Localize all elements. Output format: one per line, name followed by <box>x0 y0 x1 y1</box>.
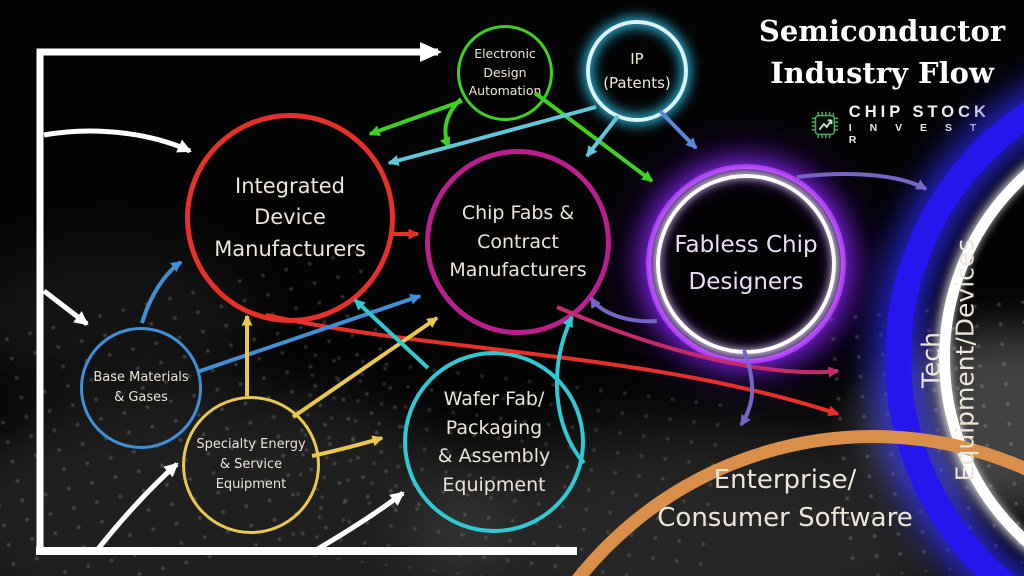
edge-fabless-fabs <box>589 296 658 324</box>
edge-loop-wafer <box>314 491 405 553</box>
title-line-2: Industry Flow <box>770 56 994 91</box>
edge-eda-fabs <box>440 97 463 149</box>
node-label: Fabless Chip Designers <box>674 232 818 295</box>
node-fabless-chip-designers: Fabless Chip Designers <box>646 164 846 364</box>
node-label: Chip Fabs & Contract Manufacturers <box>449 202 587 282</box>
node-label: IP (Patents) <box>603 50 671 92</box>
node-integrated-device-manufacturers: Integrated Device Manufacturers <box>185 113 395 323</box>
edge-base-idm <box>140 260 183 324</box>
edge-fabless-tech <box>796 172 928 191</box>
node-chip-fabs-contract-manufacturers: Chip Fabs & Contract Manufacturers <box>425 149 611 335</box>
logo-name: CHIP STOCK <box>848 103 990 121</box>
chip-chart-icon <box>811 111 839 138</box>
node-label: Integrated Device Manufacturers <box>214 173 366 261</box>
edge-ip-fabs <box>585 114 620 158</box>
edge-loop-idm <box>43 128 192 154</box>
node-label: Base Materials & Gases <box>93 369 189 405</box>
node-label: Electronic Design Automation <box>468 45 542 99</box>
title-line-1: Semiconductor <box>758 14 1006 48</box>
edge-ip-fabless <box>658 109 698 150</box>
edge-energy-wafer <box>311 435 384 458</box>
node-label: Specialty Energy & Service Equipment <box>196 436 306 493</box>
edge-eda-idm <box>368 99 463 136</box>
node-wafer-fab-packaging-assembly: Wafer Fab/ Packaging & Assembly Equipmen… <box>403 351 585 533</box>
chip-stock-investor-logo: CHIP STOCK I N V E S T O R <box>808 103 1024 146</box>
edge-loop-base <box>42 289 89 326</box>
node-ip-patents: IP (Patents) <box>586 20 688 122</box>
node-electronic-design-automation: Electronic Design Automation <box>457 25 553 121</box>
edge-wafer-idm <box>353 298 430 370</box>
node-label: Wafer Fab/ Packaging & Assembly Equipmen… <box>437 388 551 496</box>
node-enterprise-software-label: Enterprise/ Consumer Software <box>657 465 913 533</box>
logo-subtitle: I N V E S T O R <box>848 121 1010 147</box>
page-title: Semiconductor Industry Flow <box>744 10 1020 94</box>
node-base-materials-gases: Base Materials & Gases <box>80 327 202 449</box>
edge-loop-energy <box>96 462 179 551</box>
node-specialty-energy-service-equipment: Specialty Energy & Service Equipment <box>182 396 320 534</box>
